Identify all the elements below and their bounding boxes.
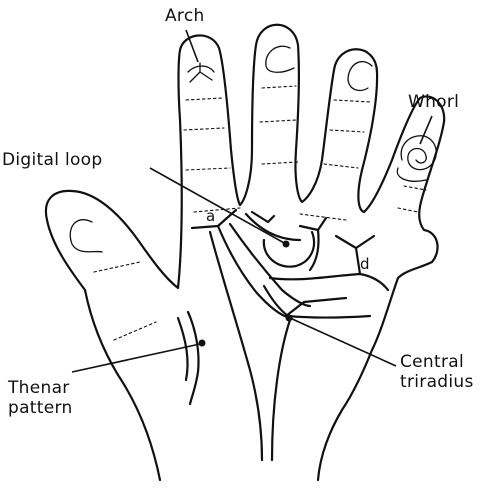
digital-loop-label: Digital loop [2,150,103,170]
central-triradius-label-line2: triradius [400,372,474,392]
whorl-label: Whorl [408,92,460,112]
thenar-label-line1: Thenar [8,378,70,398]
arch-pattern [187,62,215,83]
ring-loop-pattern [347,61,373,92]
leader-lines [71,29,433,373]
palmar-ridges [176,208,390,462]
middle-loop-pattern [265,45,295,73]
finger-creases [93,85,427,341]
arch-label: Arch [165,6,205,26]
triradius-d-label: d [360,255,370,273]
whorl-pattern [396,135,437,182]
thenar-label-line2: pattern [8,398,73,418]
triradius-a-label: a [206,207,216,225]
central-triradius-label-line1: Central [400,352,464,372]
hand-outline [44,23,446,482]
thumb-loop-pattern [69,219,103,253]
